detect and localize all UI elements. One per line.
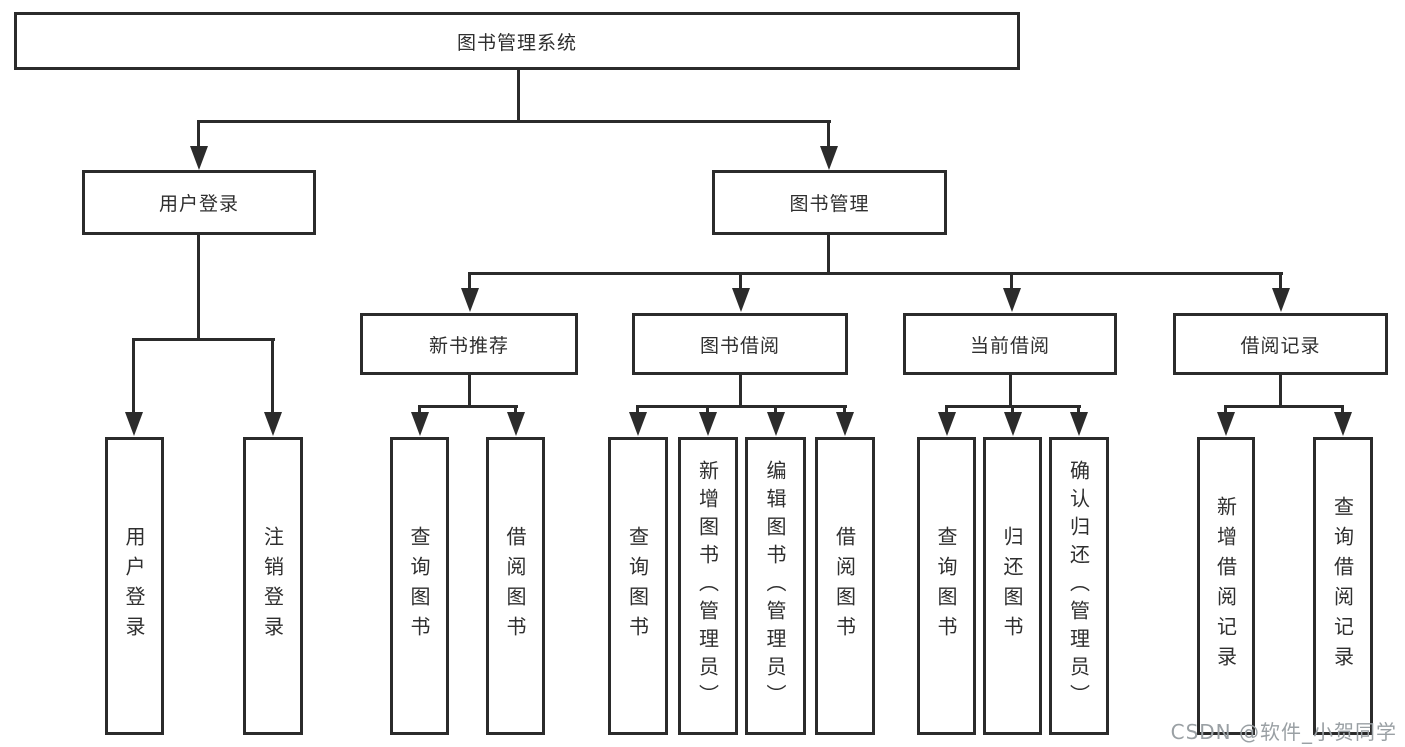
connector-book-borrow-branch xyxy=(636,405,847,408)
arrow-down-icon xyxy=(507,412,525,436)
leaf-records-query-record: 查询借阅记录 xyxy=(1313,437,1373,735)
connector-book-mgmt-stem xyxy=(827,235,830,272)
leaf-current-query-books: 查询图书 xyxy=(917,437,976,735)
connector-drop-leaf-user-login xyxy=(132,341,135,412)
arrow-down-icon xyxy=(767,412,785,436)
arrow-down-icon xyxy=(629,412,647,436)
connector-drop xyxy=(1224,407,1227,414)
connector-drop-user-login xyxy=(197,123,200,148)
arrow-down-icon xyxy=(1070,412,1088,436)
arrow-down-icon xyxy=(461,288,479,312)
leaf-current-return-books: 归还图书 xyxy=(983,437,1042,735)
leaf-recommend-query-books: 查询图书 xyxy=(390,437,449,735)
connector-drop-book-borrow xyxy=(739,275,742,290)
connector-drop-book-mgmt xyxy=(827,123,830,148)
connector-book-borrow-stem xyxy=(739,375,742,405)
arrow-down-icon xyxy=(699,412,717,436)
leaf-user-login: 用户登录 xyxy=(105,437,164,735)
arrow-down-icon xyxy=(264,412,282,436)
arrow-down-icon xyxy=(1334,412,1352,436)
connector-new-book-branch xyxy=(418,405,518,408)
arrow-down-icon xyxy=(190,146,208,170)
connector-drop-borrow-records xyxy=(1279,275,1282,290)
connector-drop xyxy=(843,407,846,414)
connector-user-login-stem xyxy=(197,235,200,338)
node-book-management-group: 图书管理 xyxy=(712,170,947,235)
connector-new-book-stem xyxy=(468,375,471,405)
arrow-down-icon xyxy=(1272,288,1290,312)
csdn-watermark: CSDN @软件_小贺同学 xyxy=(1170,720,1397,744)
leaf-borrow-edit-books-admin: 编辑图书（管理员） xyxy=(745,437,806,735)
leaf-current-confirm-return-admin: 确认归还（管理员） xyxy=(1049,437,1109,735)
leaf-recommend-borrow-books: 借阅图书 xyxy=(486,437,545,735)
connector-current-borrow-branch xyxy=(945,405,1081,408)
arrow-down-icon xyxy=(732,288,750,312)
connector-drop xyxy=(774,407,777,414)
connector-borrow-records-stem xyxy=(1279,375,1282,405)
arrow-down-icon xyxy=(1004,412,1022,436)
arrow-down-icon xyxy=(1217,412,1235,436)
connector-drop xyxy=(1341,407,1344,414)
leaf-borrow-add-books-admin: 新增图书（管理员） xyxy=(678,437,738,735)
connector-drop xyxy=(636,407,639,414)
leaf-borrow-query-books: 查询图书 xyxy=(608,437,668,735)
node-borrow-records: 借阅记录 xyxy=(1173,313,1388,375)
leaf-records-add-record: 新增借阅记录 xyxy=(1197,437,1255,735)
arrow-down-icon xyxy=(411,412,429,436)
connector-drop-leaf-logout xyxy=(271,341,274,412)
connector-borrow-records-branch xyxy=(1224,405,1344,408)
connector-drop xyxy=(1011,407,1014,414)
connector-drop-current-borrow xyxy=(1010,275,1013,290)
arrow-down-icon xyxy=(938,412,956,436)
connector-drop xyxy=(1077,407,1080,414)
connector-current-borrow-stem xyxy=(1009,375,1012,405)
connector-drop xyxy=(945,407,948,414)
leaf-logout: 注销登录 xyxy=(243,437,303,735)
leaf-borrow-borrow-books: 借阅图书 xyxy=(815,437,875,735)
connector-drop xyxy=(514,407,517,414)
arrow-down-icon xyxy=(1003,288,1021,312)
arrow-down-icon xyxy=(125,412,143,436)
connector-book-mgmt-branch xyxy=(468,272,1283,275)
node-user-login-group: 用户登录 xyxy=(82,170,316,235)
connector-drop xyxy=(706,407,709,414)
node-library-management-system: 图书管理系统 xyxy=(14,12,1020,70)
connector-root-stem xyxy=(517,70,520,120)
connector-drop-new-book xyxy=(468,275,471,290)
connector-root-branch xyxy=(197,120,831,123)
arrow-down-icon xyxy=(836,412,854,436)
node-current-borrow: 当前借阅 xyxy=(903,313,1117,375)
connector-drop xyxy=(418,407,421,414)
connector-user-login-branch xyxy=(132,338,275,341)
node-new-book-recommend: 新书推荐 xyxy=(360,313,578,375)
node-book-borrow: 图书借阅 xyxy=(632,313,848,375)
arrow-down-icon xyxy=(820,146,838,170)
